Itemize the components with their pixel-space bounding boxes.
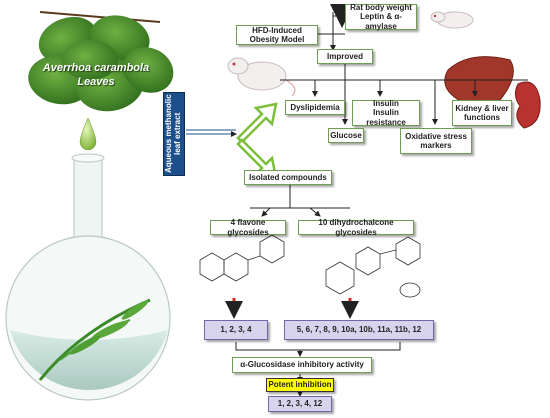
flask-illustration: [5, 153, 171, 401]
flavone-ids-box: 1, 2, 3, 4: [204, 320, 268, 340]
isolated-compounds-label: Isolated compounds: [249, 172, 327, 182]
rat-parameters-label: Rat body weight Leptin & α-amylase: [350, 3, 412, 31]
improved-label: Improved: [326, 51, 363, 61]
dihydro-ids-label: 5, 6, 7, 8, 9, 10a, 10b, 11a, 11b, 12: [296, 325, 422, 335]
up-hollow-arrow-icon: [236, 102, 278, 144]
flavone-glycosides-label: 4 flavone glycosides: [227, 218, 269, 237]
flavone-glycosides-box: 4 flavone glycosides: [210, 218, 286, 237]
extract-label-box: Aqueous methanolic leaf extract: [163, 92, 185, 176]
potent-inhibition-label: Potent inhibition: [268, 380, 332, 390]
glucose-label: Glucose: [330, 130, 362, 140]
kidney-icon: [514, 81, 541, 129]
small-rat-icon: [430, 11, 474, 29]
plant-title: Averrhoa carambola Leaves: [36, 61, 156, 90]
obesity-model-box: HFD-Induced Obesity Model: [236, 25, 318, 45]
rat-parameters-box: Rat body weight Leptin & α-amylase: [345, 3, 417, 31]
final-compounds-label: 1, 2, 3, 4, 12: [277, 399, 323, 409]
alpha-glucosidase-label: α-Glucosidase inhibitory activity: [240, 360, 364, 370]
plant-part: Leaves: [77, 76, 115, 89]
down-hollow-arrow-icon: [236, 138, 278, 180]
flavone-structure: [199, 234, 285, 282]
obesity-model-label: HFD-Induced Obesity Model: [249, 25, 305, 44]
isolated-compounds-box: Isolated compounds: [244, 170, 332, 185]
oxidative-stress-box: Oxidative stress markers: [400, 128, 472, 154]
final-compounds-box: 1, 2, 3, 4, 12: [268, 396, 332, 412]
alpha-glucosidase-box: α-Glucosidase inhibitory activity: [232, 357, 372, 373]
insulin-resistance-label: Insulin resistance: [366, 108, 406, 127]
dyslipidemia-box: Dyslipidemia: [285, 100, 345, 115]
dihydro-ids-box: 5, 6, 7, 8, 9, 10a, 10b, 11a, 11b, 12: [284, 320, 434, 340]
liver-icon: [444, 56, 514, 106]
rat-icon: [227, 57, 296, 97]
kidney-liver-box: Kidney & liver functions: [452, 100, 512, 126]
leaves-illustration: [28, 11, 174, 112]
dihydrochalcone-glycosides-box: 10 dihydrochalcone glycosides: [298, 218, 414, 237]
flavone-ids-label: 1, 2, 3, 4: [220, 325, 252, 335]
glucose-box: Glucose: [328, 128, 364, 143]
dihydrochalcone-structure: [325, 236, 421, 298]
dihydrochalcone-glycosides-label: 10 dihydrochalcone glycosides: [318, 218, 394, 237]
connector-lines: [235, 12, 528, 397]
extract-label: Aqueous methanolic leaf extract: [164, 94, 182, 174]
insulin-label: Insulin: [373, 99, 399, 109]
kidney-liver-label: Kidney & liver functions: [455, 103, 509, 122]
insulin-box: Insulin Insulin resistance: [352, 99, 420, 127]
dyslipidemia-label: Dyslipidemia: [290, 102, 340, 112]
improved-box: Improved: [317, 49, 373, 64]
plant-name: Averrhoa carambola: [42, 62, 150, 74]
potent-inhibition-box: Potent inhibition: [266, 378, 334, 392]
extract-drop-icon: [79, 117, 97, 151]
oxidative-stress-label: Oxidative stress markers: [405, 131, 467, 150]
extract-right-arrow-icon: [186, 130, 236, 134]
